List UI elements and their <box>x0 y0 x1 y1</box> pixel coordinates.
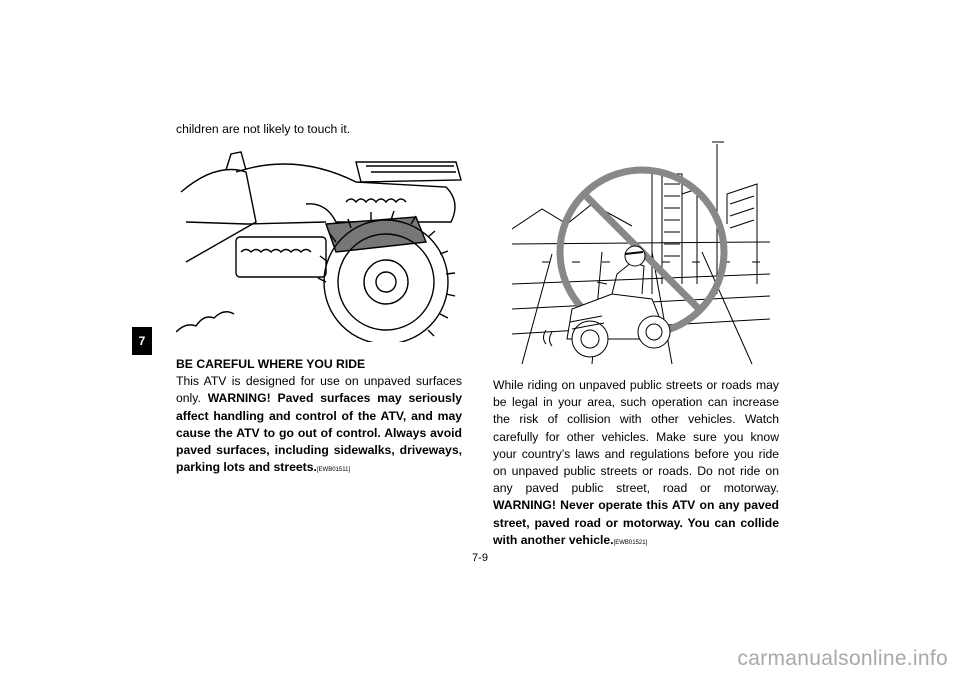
right-column: While riding on unpaved public streets o… <box>493 377 779 552</box>
right-warning-code: [EWB01521] <box>613 539 648 546</box>
chapter-tab: 7 <box>132 327 152 355</box>
left-body: This ATV is designed for use on unpaved … <box>176 374 462 406</box>
right-body: While riding on unpaved public streets o… <box>493 378 779 496</box>
watermark: carmanualsonline.info <box>737 647 948 670</box>
lead-text: children are not likely to touch it. <box>176 122 351 136</box>
no-paved-road-illustration <box>512 141 770 365</box>
atv-rear-illustration <box>176 151 462 342</box>
left-warning: WARNING! Paved surfaces may seriously af… <box>176 391 462 475</box>
left-column: BE CAREFUL WHERE YOU RIDE This ATV is de… <box>176 356 462 479</box>
section-heading: BE CAREFUL WHERE YOU RIDE <box>176 357 366 371</box>
left-warning-code: [EWB01511] <box>316 467 351 474</box>
page-number: 7-9 <box>472 552 488 564</box>
right-warning: WARNING! Never operate this ATV on any p… <box>493 498 779 547</box>
